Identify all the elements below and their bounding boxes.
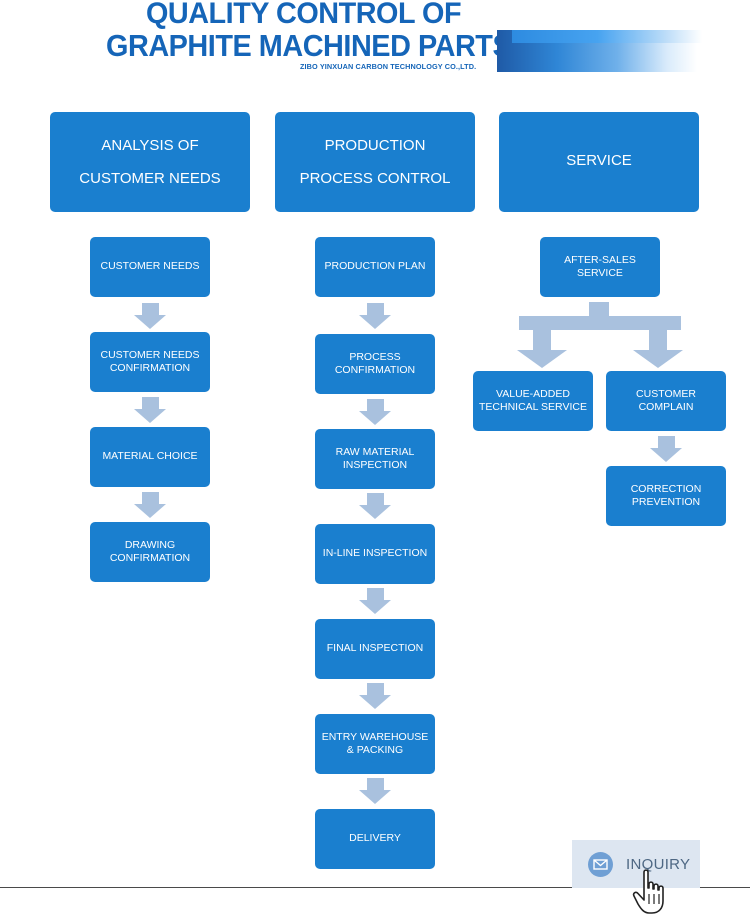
step-customer-needs-confirmation: CUSTOMER NEEDS CONFIRMATION <box>90 332 210 392</box>
step-material-choice: MATERIAL CHOICE <box>90 427 210 487</box>
mail-icon <box>588 852 613 877</box>
step-correction-prevention: CORRECTION PREVENTION <box>606 466 726 526</box>
step-after-sales-service: AFTER-SALES SERVICE <box>540 237 660 297</box>
category-service-label: SERVICE <box>566 152 632 169</box>
category-production-process-control: PRODUCTION PROCESS CONTROL <box>275 112 475 212</box>
step-in-line-inspection: IN-LINE INSPECTION <box>315 524 435 584</box>
step-raw-material-inspection: RAW MATERIAL INSPECTION <box>315 429 435 489</box>
branch-arrow-icon <box>517 302 683 368</box>
company-name: ZIBO YINXUAN CARBON TECHNOLOGY CO.,LTD. <box>300 62 477 71</box>
page-title-line-1: QUALITY CONTROL OF <box>146 0 462 30</box>
step-delivery: DELIVERY <box>315 809 435 869</box>
header-gradient-band-accent <box>512 30 702 43</box>
step-value-added-technical-service: VALUE-ADDED TECHNICAL SERVICE <box>473 371 593 431</box>
step-customer-complain: CUSTOMER COMPLAIN <box>606 371 726 431</box>
step-customer-needs: CUSTOMER NEEDS <box>90 237 210 297</box>
step-drawing-confirmation: DRAWING CONFIRMATION <box>90 522 210 582</box>
category-service: SERVICE <box>499 112 699 212</box>
step-entry-warehouse-packing: ENTRY WAREHOUSE & PACKING <box>315 714 435 774</box>
hand-pointer-icon <box>632 869 664 914</box>
inquiry-label: INQUIRY <box>626 856 691 873</box>
step-production-plan: PRODUCTION PLAN <box>315 237 435 297</box>
step-process-confirmation: PROCESS CONFIRMATION <box>315 334 435 394</box>
category-analysis-of-customer-needs: ANALYSIS OF CUSTOMER NEEDS <box>50 112 250 212</box>
page-title-line-2: GRAPHITE MACHINED PARTS <box>106 28 512 63</box>
step-final-inspection: FINAL INSPECTION <box>315 619 435 679</box>
inquiry-button[interactable]: INQUIRY <box>572 840 700 888</box>
footer-divider <box>0 887 750 888</box>
